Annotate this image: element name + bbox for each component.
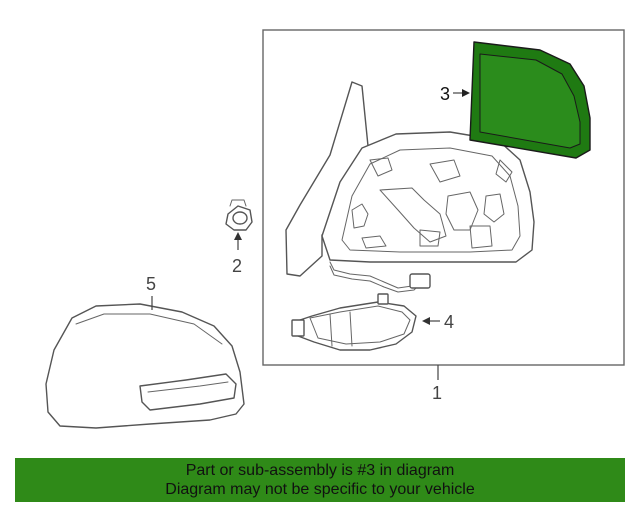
mirror-housing-assembly (285, 81, 535, 293)
callout-part-2: 2 (232, 256, 242, 276)
callout-part-4: 4 (444, 312, 454, 332)
clip-nut (225, 199, 253, 231)
banner-line-1: Part or sub-assembly is #3 in diagram (185, 462, 455, 479)
turn-signal-lamp (291, 293, 417, 351)
mirror-glass (469, 41, 591, 159)
callout-part-1: 1 (432, 383, 442, 403)
info-banner: Part or sub-assembly is #3 in diagram Di… (15, 458, 625, 502)
mirror-cover (45, 303, 245, 429)
banner-line-2: Diagram may not be specific to your vehi… (165, 481, 475, 498)
callout-part-3: 3 (440, 84, 450, 104)
arrow-part-2 (234, 232, 242, 240)
arrow-part-3 (462, 89, 470, 97)
callout-part-5: 5 (146, 274, 156, 294)
arrow-part-4 (422, 317, 430, 325)
assembly-frame (262, 29, 625, 366)
